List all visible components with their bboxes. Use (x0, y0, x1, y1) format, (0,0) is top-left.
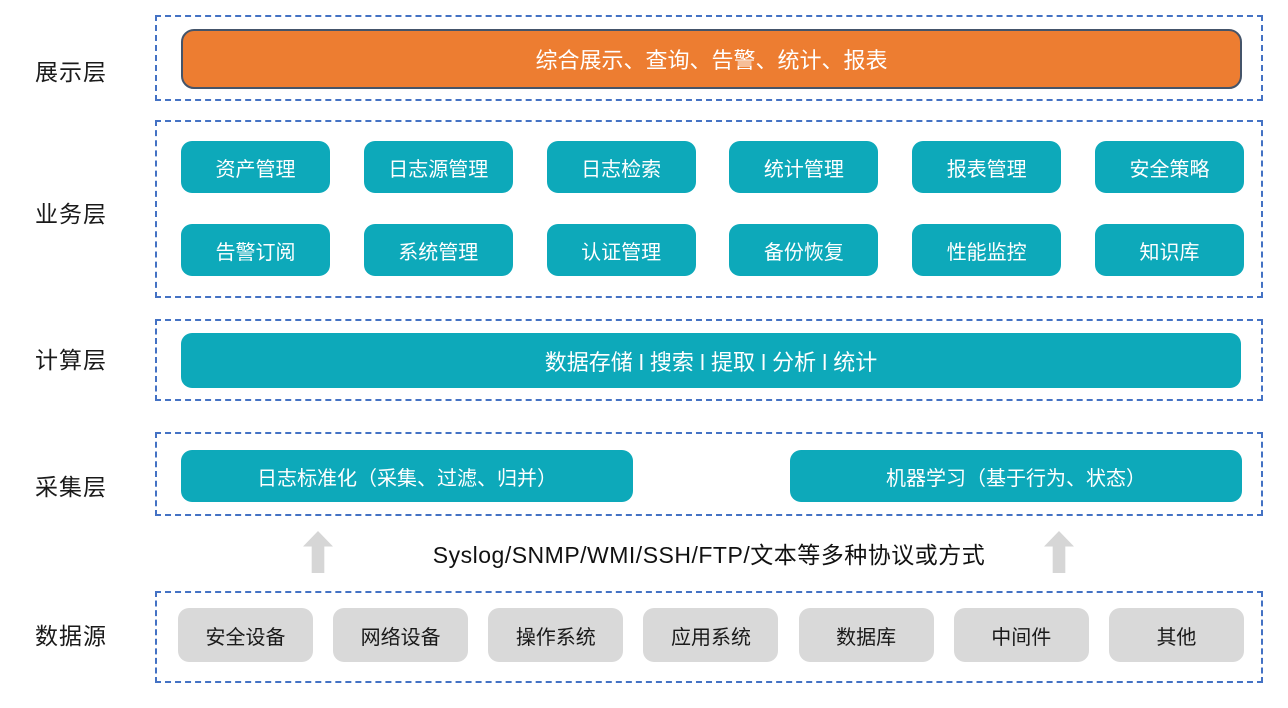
computing-box: 数据存储 l 搜索 l 提取 l 分析 l 统计 (181, 333, 1241, 388)
business-box-alert-subscribe: 告警订阅 (181, 224, 330, 276)
collection-frame: 日志标准化（采集、过滤、归并） 机器学习（基于行为、状态） (155, 432, 1263, 516)
datasource-box-middleware: 中间件 (953, 608, 1089, 662)
business-box-perf-monitor: 性能监控 (912, 224, 1062, 276)
presentation-frame: 综合展示、查询、告警、统计、报表 (155, 15, 1263, 101)
datasource-frame: 安全设备 网络设备 操作系统 应用系统 数据库 中间件 其他 (155, 591, 1263, 683)
datasource-box-app-system: 应用系统 (643, 608, 779, 662)
collection-box-machine-learning: 机器学习（基于行为、状态） (790, 450, 1242, 502)
layer-label-business: 业务层 (35, 201, 107, 227)
business-row-1: 资产管理 日志源管理 日志检索 统计管理 报表管理 安全策略 (181, 141, 1244, 193)
collection-box-log-normalization: 日志标准化（采集、过滤、归并） (181, 450, 633, 502)
datasource-box-security-device: 安全设备 (178, 608, 313, 662)
presentation-box: 综合展示、查询、告警、统计、报表 (181, 29, 1242, 89)
datasource-row: 安全设备 网络设备 操作系统 应用系统 数据库 中间件 其他 (178, 608, 1244, 662)
datasource-box-other: 其他 (1108, 608, 1244, 662)
business-row-2: 告警订阅 系统管理 认证管理 备份恢复 性能监控 知识库 (181, 224, 1244, 276)
business-box-report-mgmt: 报表管理 (912, 141, 1062, 193)
business-box-stats-mgmt: 统计管理 (729, 141, 879, 193)
datasource-box-os: 操作系统 (488, 608, 624, 662)
datasource-box-database: 数据库 (798, 608, 934, 662)
business-box-asset-mgmt: 资产管理 (181, 141, 330, 193)
business-box-system-mgmt: 系统管理 (363, 224, 513, 276)
business-box-security-policy: 安全策略 (1094, 141, 1244, 193)
datasource-box-network-device: 网络设备 (333, 608, 469, 662)
business-box-auth-mgmt: 认证管理 (546, 224, 696, 276)
layer-label-collection: 采集层 (35, 474, 107, 500)
business-box-backup-restore: 备份恢复 (729, 224, 879, 276)
business-box-logsource-mgmt: 日志源管理 (363, 141, 513, 193)
protocol-text: Syslog/SNMP/WMI/SSH/FTP/文本等多种协议或方式 (432, 542, 986, 568)
layer-label-computing: 计算层 (35, 347, 107, 373)
layer-label-presentation: 展示层 (35, 59, 107, 85)
business-frame: 资产管理 日志源管理 日志检索 统计管理 报表管理 安全策略 告警订阅 系统管理… (155, 120, 1263, 298)
business-box-log-search: 日志检索 (546, 141, 696, 193)
computing-frame: 数据存储 l 搜索 l 提取 l 分析 l 统计 (155, 319, 1263, 401)
layer-label-datasource: 数据源 (35, 623, 107, 649)
business-box-knowledge-base: 知识库 (1094, 224, 1244, 276)
